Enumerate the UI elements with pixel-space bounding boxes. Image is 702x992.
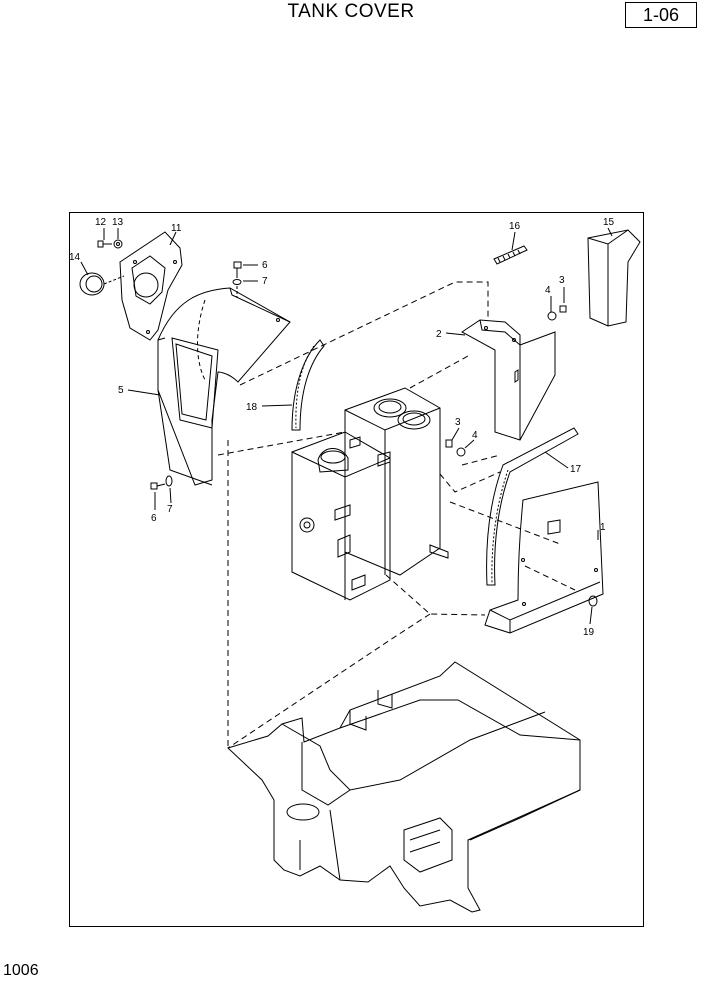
callout-6-lower: 6 [151, 513, 157, 524]
callout-4-lower: 4 [472, 430, 478, 441]
chassis-frame [227, 661, 581, 913]
part-1-side-cover [484, 481, 604, 634]
callout-3-upper: 3 [559, 275, 565, 286]
callout-1: 1 [600, 522, 606, 533]
callout-13: 13 [112, 217, 124, 228]
drawing-frame [69, 212, 644, 927]
callout-4-upper: 4 [545, 285, 551, 296]
callout-15: 15 [603, 217, 615, 228]
tank-assembly [291, 387, 449, 601]
callout-16: 16 [509, 221, 521, 232]
part-6-7-bolt-lower [150, 475, 173, 490]
alignment-lines [217, 281, 576, 749]
callout-12: 12 [95, 217, 107, 228]
callout-6-upper: 6 [262, 260, 268, 271]
part-16-strip [493, 245, 528, 265]
diagram-title: TANK COVER [287, 1, 415, 22]
callout-19: 19 [583, 627, 595, 638]
part-5-curved-cover [157, 287, 291, 486]
part-12-13-bolt [97, 239, 123, 249]
part-3-4-bolts-lower [445, 439, 466, 457]
part-6-7-bolt-upper [232, 261, 242, 298]
part-11-cover-plate [119, 231, 183, 341]
part-18-seal-strip [291, 339, 325, 431]
callout-3-lower: 3 [455, 417, 461, 428]
leader-lines [80, 227, 613, 625]
page-number: 1006 [3, 962, 39, 979]
callout-5: 5 [118, 385, 124, 396]
part-15-block [587, 229, 641, 327]
part-19-plug [588, 595, 598, 607]
part-17-seal-strip [486, 427, 579, 586]
part-2-bracket [461, 319, 556, 441]
callout-18: 18 [246, 402, 258, 413]
callout-11: 11 [171, 223, 182, 234]
callout-2: 2 [436, 329, 442, 340]
page-code-box: 1-06 [625, 2, 697, 28]
callout-7-upper: 7 [262, 276, 268, 287]
callout-7-lower: 7 [167, 504, 173, 515]
callout-17: 17 [570, 464, 582, 475]
part-14-grommet [79, 272, 125, 296]
part-3-4-bolts-upper [547, 305, 567, 321]
callout-14: 14 [69, 252, 81, 263]
